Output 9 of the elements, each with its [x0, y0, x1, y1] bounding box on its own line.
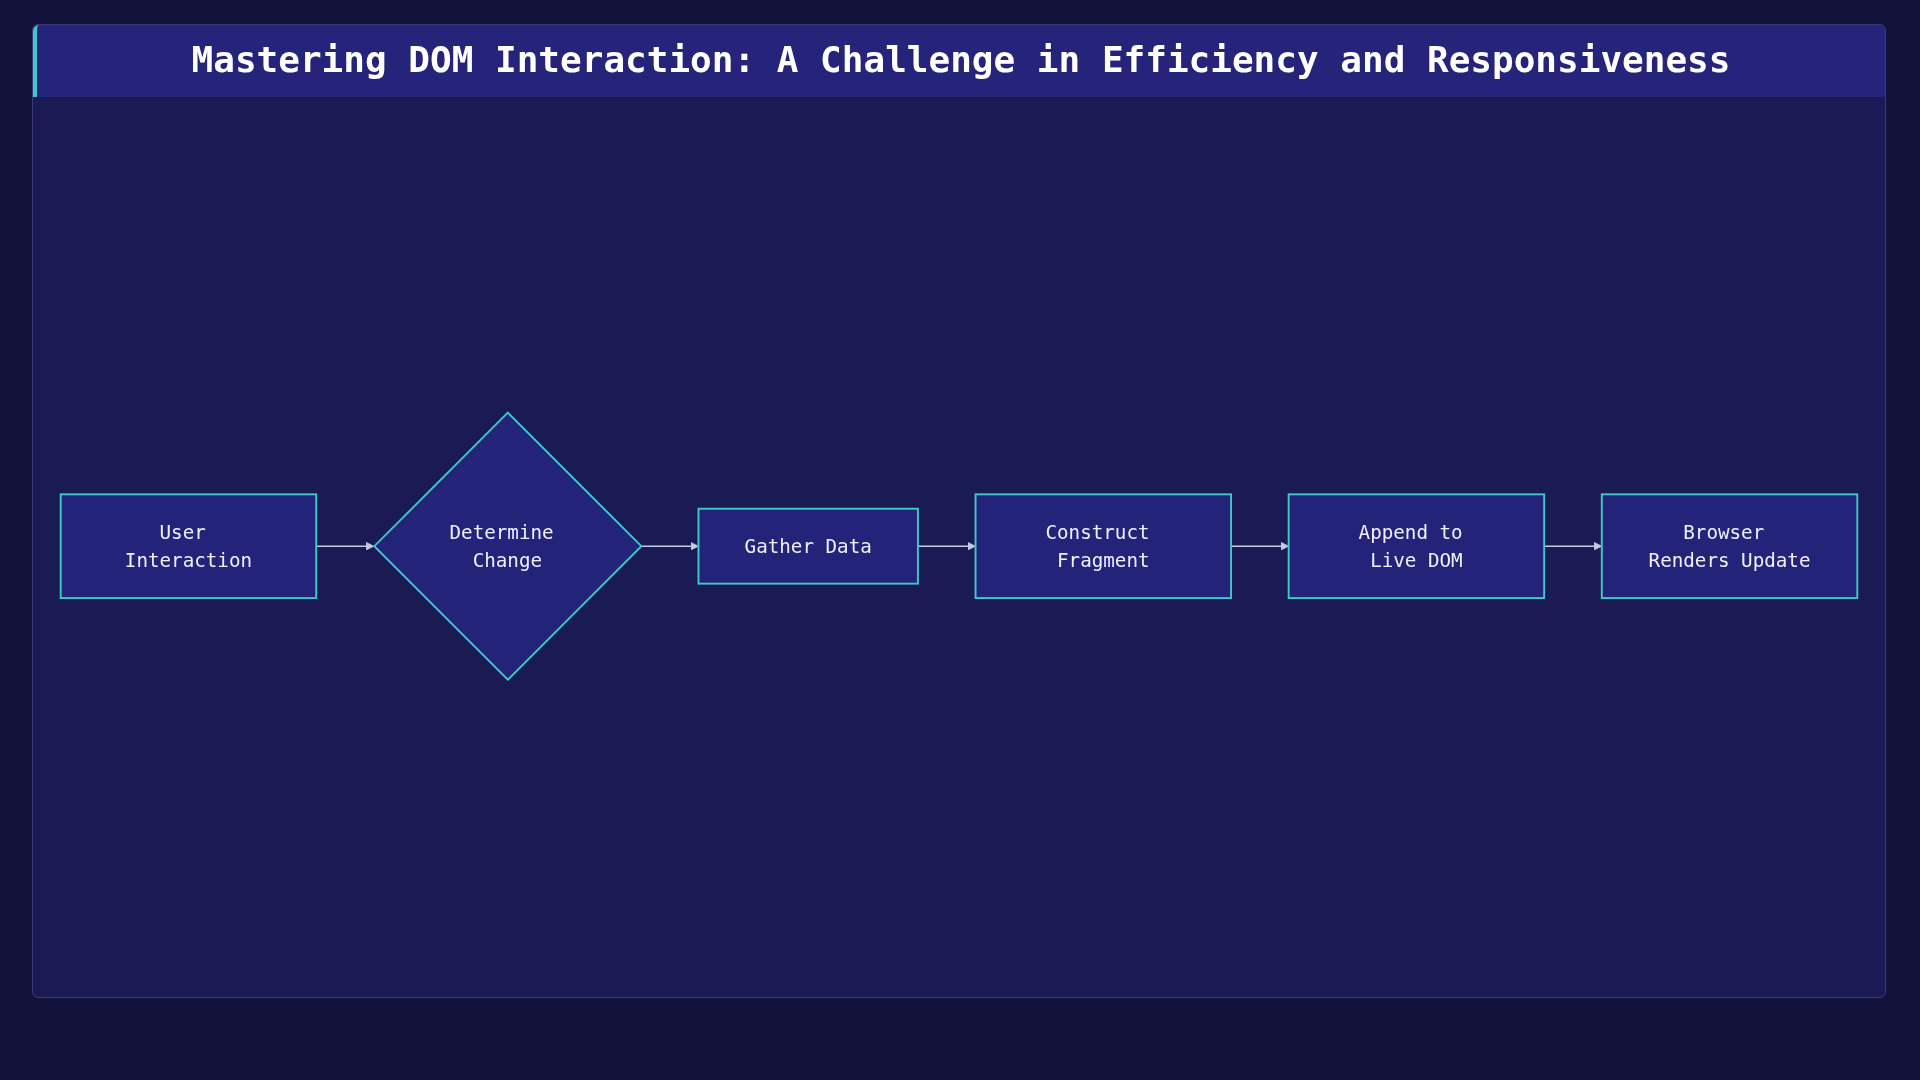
node-box: Construct Fragment — [974, 493, 1232, 599]
diagram-title: Mastering DOM Interaction: A Challenge in Efficiency and Responsiveness — [191, 39, 1731, 80]
node-box: Browser Renders Update — [1600, 493, 1859, 599]
node-box: Append to Live DOM — [1287, 493, 1546, 599]
arrow — [640, 541, 699, 551]
node-diamond: Determine Change — [372, 411, 643, 681]
node-box: Gather Data — [697, 507, 919, 585]
node-box: User Interaction — [59, 493, 318, 599]
arrow — [917, 541, 976, 551]
